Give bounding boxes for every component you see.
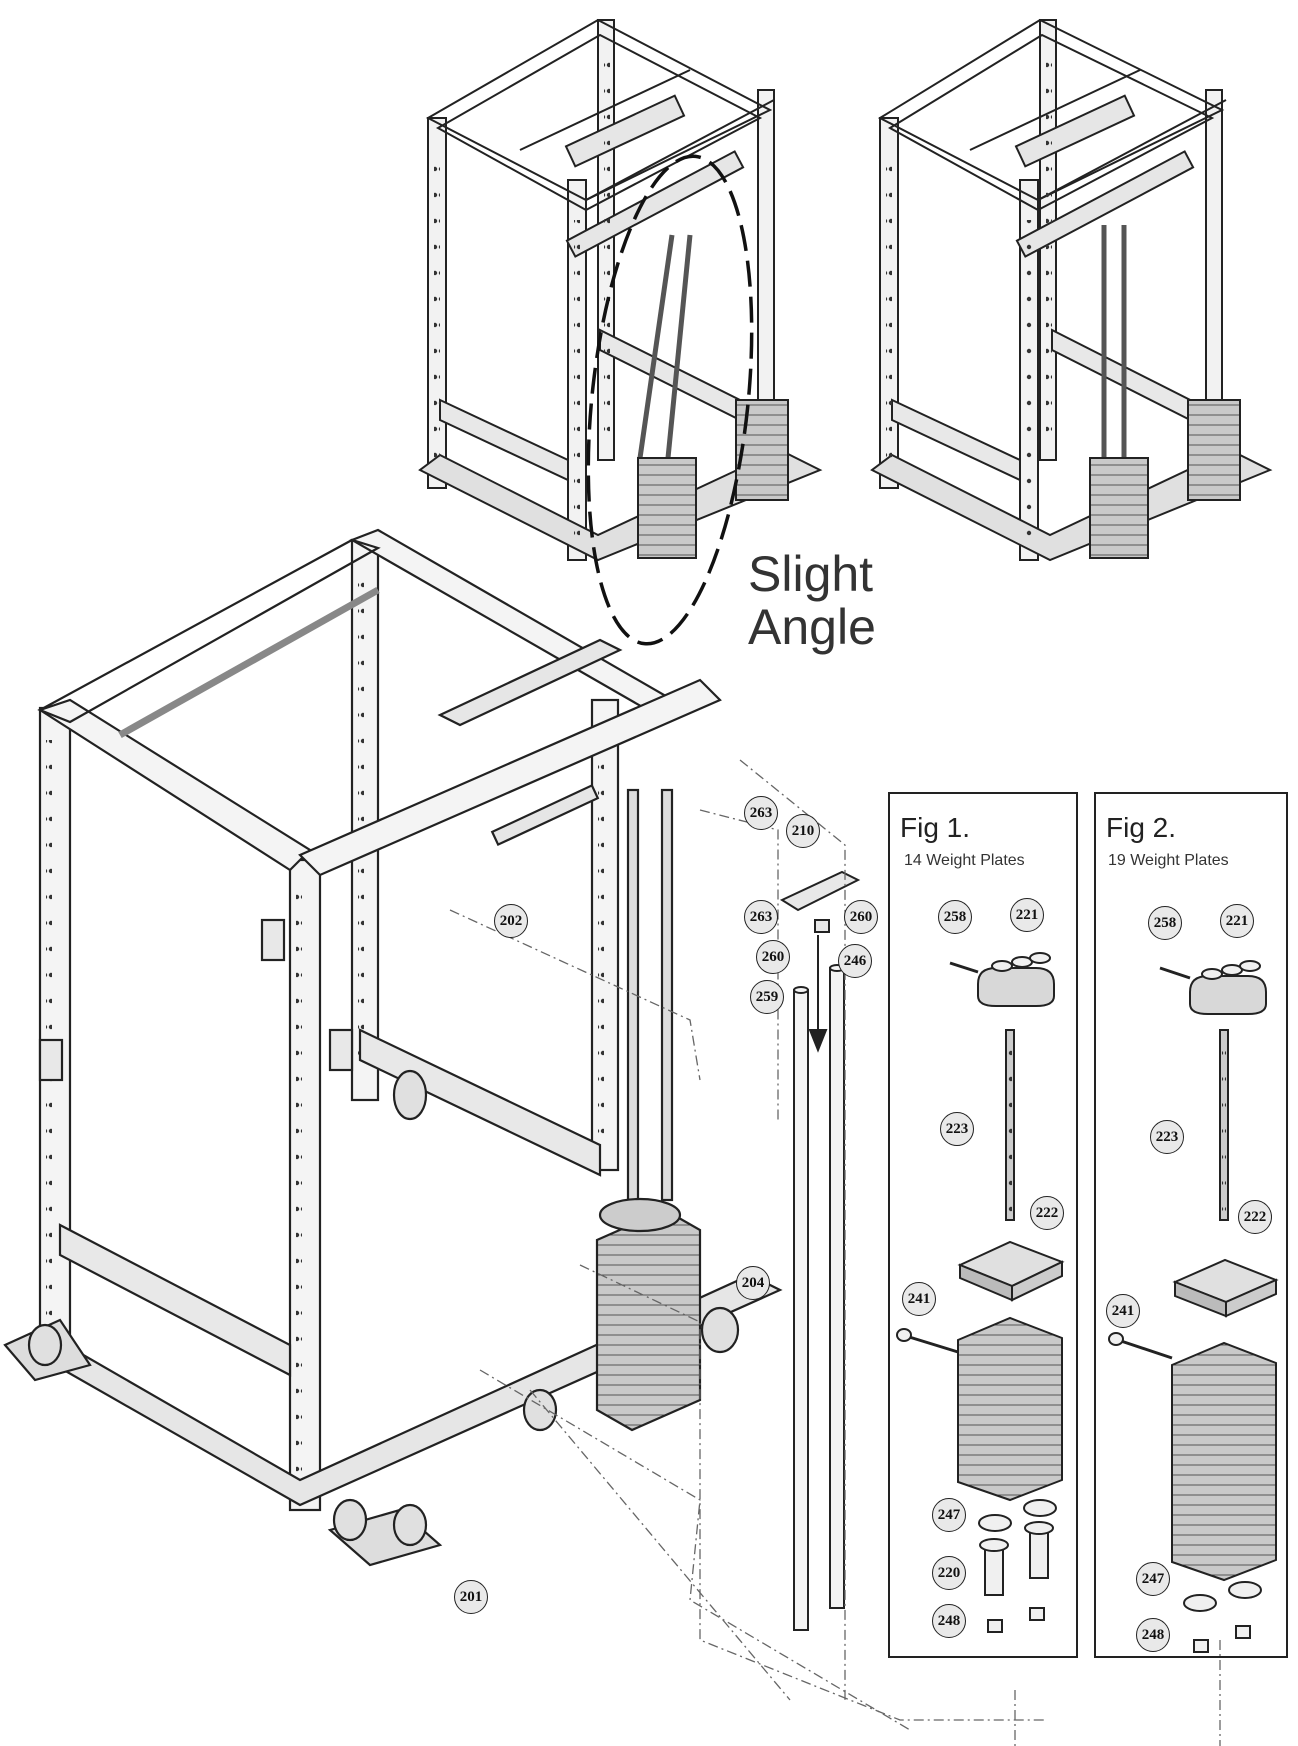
fig1-part-222: 222	[1030, 1196, 1064, 1230]
fig2-part-247: 247	[1136, 1562, 1170, 1596]
callout-line-1: Slight	[748, 546, 874, 602]
fig2-part-258: 258	[1148, 906, 1182, 940]
fig1-part-258: 258	[938, 900, 972, 934]
part-260-label-left: 260	[756, 940, 790, 974]
fig1-subtitle: 14 Weight Plates	[904, 852, 1025, 869]
part-246-label: 246	[838, 944, 872, 978]
callout-line-2: Angle	[748, 598, 876, 655]
rack-view-vertical	[870, 18, 1273, 562]
fig1-title: Fig 1.	[900, 812, 971, 843]
slight-angle-callout: Slight Angle	[748, 548, 876, 653]
part-202-label: 202	[494, 904, 528, 938]
part-259-label: 259	[750, 980, 784, 1014]
fig2-part-241: 241	[1106, 1294, 1140, 1328]
fig2-part-223: 223	[1150, 1120, 1184, 1154]
fig1-part-223: 223	[940, 1112, 974, 1146]
rack-view-angled	[418, 18, 823, 562]
fig1-box: Fig 1. 14 Weight Plates	[888, 792, 1078, 1658]
fig1-part-241: 241	[902, 1282, 936, 1316]
part-263-label-lower: 263	[744, 900, 778, 934]
highlight-ellipse	[586, 154, 754, 646]
fig2-part-222: 222	[1238, 1200, 1272, 1234]
rack-main-exploded	[3, 528, 783, 1567]
fig1-part-221: 221	[1010, 898, 1044, 932]
fig2-box: Fig 2. 19 Weight Plates	[1094, 792, 1288, 1658]
fig2-part-248: 248	[1136, 1618, 1170, 1652]
fig2-title: Fig 2.	[1106, 812, 1177, 843]
fig1-part-220: 220	[932, 1556, 966, 1590]
part-204-label: 204	[736, 1266, 770, 1300]
fig2-parts	[1108, 960, 1279, 1653]
part-201-label: 201	[454, 1580, 488, 1614]
exploded-guide-rods	[779, 870, 861, 1631]
assembly-guide-lines	[449, 759, 1221, 1746]
fig2-subtitle: 19 Weight Plates	[1108, 852, 1229, 869]
fig2-part-221: 221	[1220, 904, 1254, 938]
part-210-label: 210	[786, 814, 820, 848]
part-263-label-top: 263	[744, 796, 778, 830]
fig1-parts	[896, 952, 1065, 1633]
part-260-label-right: 260	[844, 900, 878, 934]
fig1-part-247: 247	[932, 1498, 966, 1532]
fig1-part-248: 248	[932, 1604, 966, 1638]
